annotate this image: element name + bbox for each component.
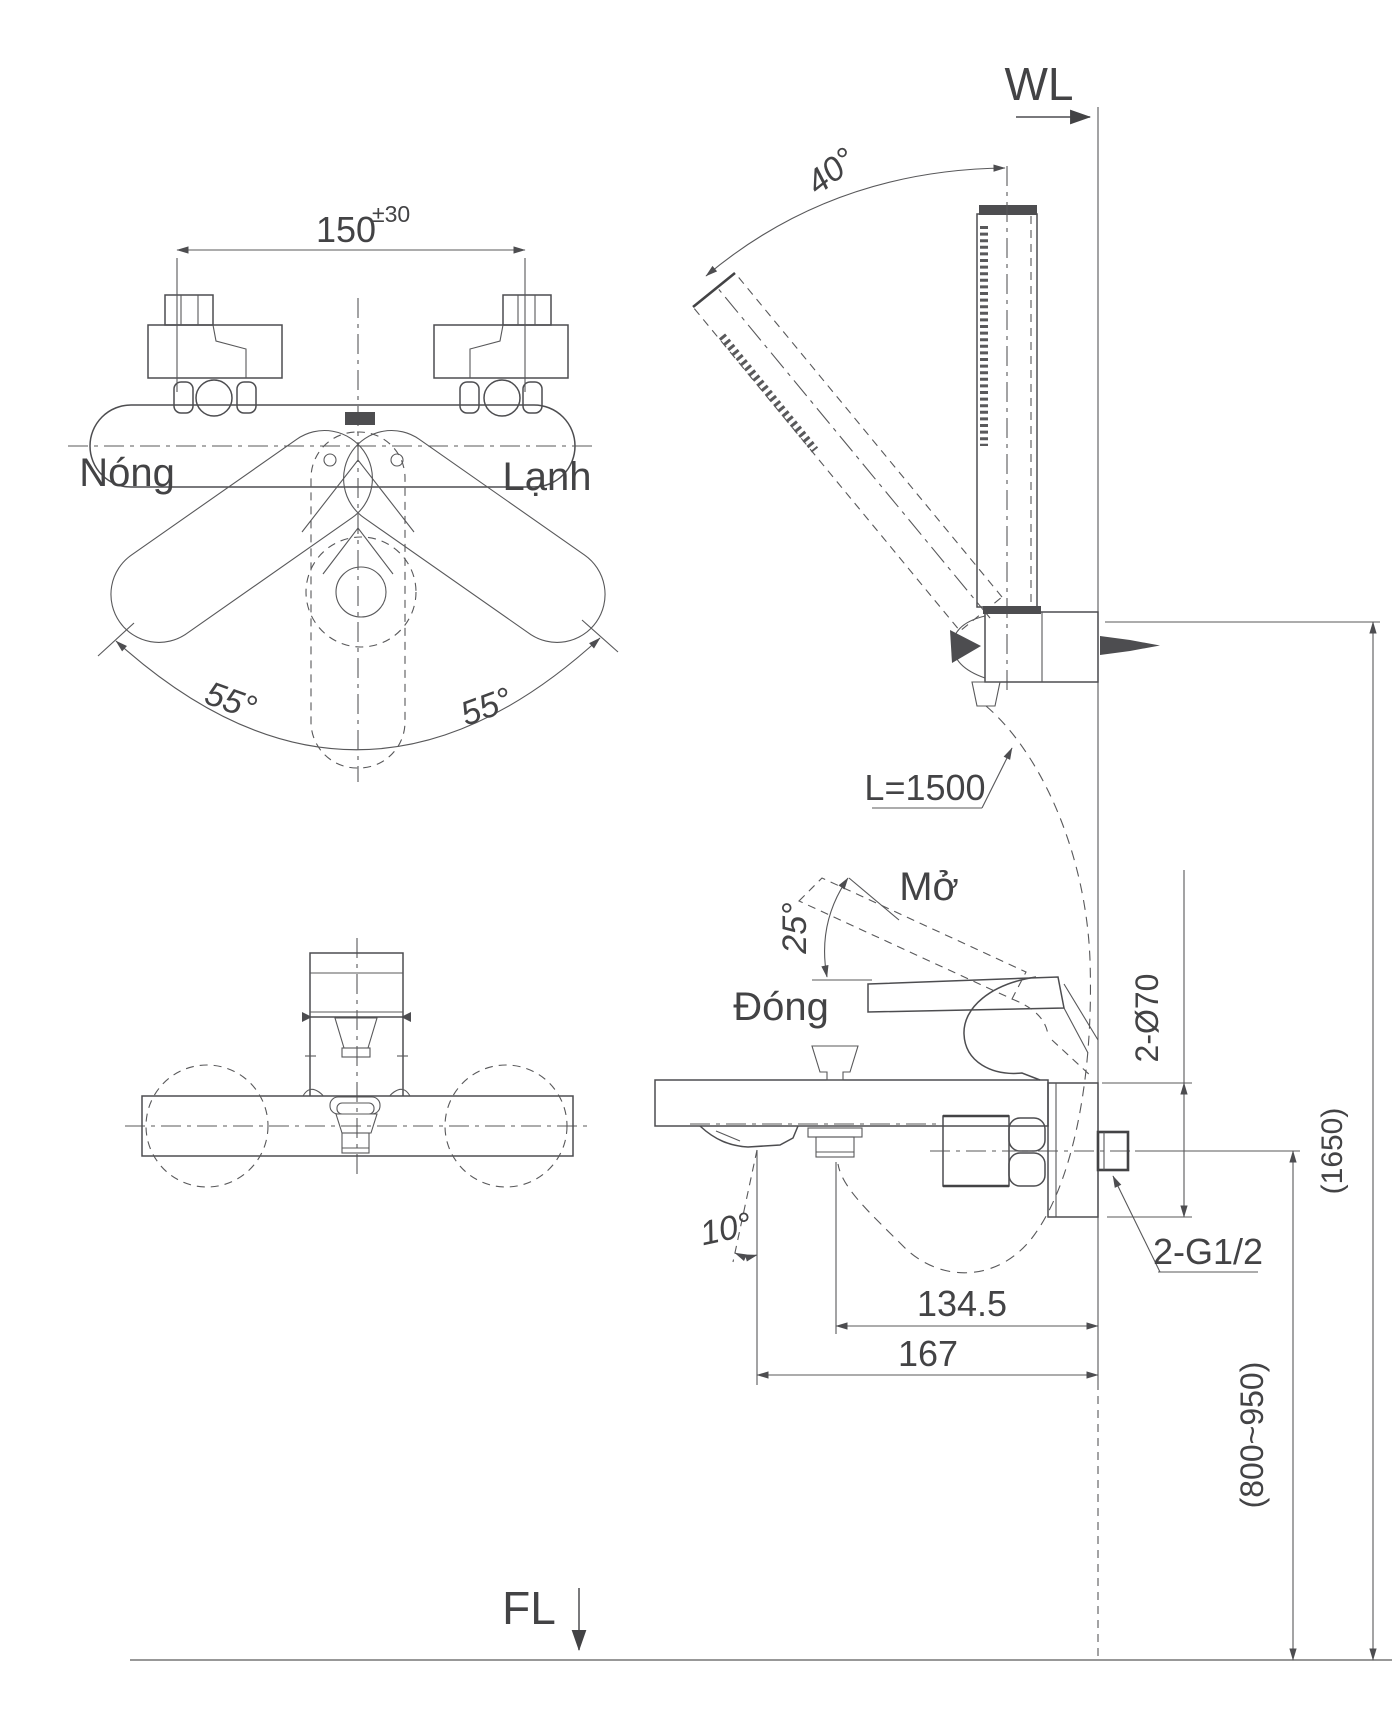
swing-left-label: 55° (200, 674, 261, 727)
dimension-holder-height: (1650) (1105, 621, 1380, 1661)
handle-open (798, 877, 1049, 1036)
tip-depth-value: 167 (898, 1333, 958, 1374)
diverter-knob (811, 1045, 859, 1081)
hose-length-label: L=1500 (864, 767, 985, 808)
diverter-front (334, 1017, 378, 1058)
escutcheon-left-hidden (145, 1064, 269, 1188)
thread-label: 2-G1/2 (1153, 1231, 1263, 1272)
wall-line-label: WL (1005, 58, 1074, 110)
spout-outlet (807, 1127, 863, 1158)
spout-outline-top (335, 566, 387, 618)
swing-arc (115, 637, 601, 751)
mixer-body-front (141, 1095, 574, 1157)
mixer-front-view (125, 938, 590, 1188)
handle-pivot-mark (345, 412, 375, 425)
install-height-value: (800~950) (1234, 1362, 1270, 1509)
check-valve-connector (930, 1114, 1145, 1188)
inlet-spacing-value: 150 (316, 209, 376, 250)
top-view: 150 ±30 55° 55° Nóng Lạnh (68, 201, 619, 782)
handle-left-position (110, 429, 373, 643)
dimension-spout-angle: 10° (697, 1149, 758, 1263)
shower-holder-bracket (950, 606, 1160, 707)
tilted-grip-knurl (718, 333, 819, 453)
dimension-escutcheon: 2-Ø70 (1102, 870, 1192, 1218)
wall-union (1096, 1130, 1130, 1172)
dimension-outlet-depth: 134.5 (835, 1162, 1099, 1334)
dimension-tip-depth: 167 (756, 1150, 1099, 1385)
thread-callout: 2-G1/2 (1112, 1175, 1263, 1273)
handle-front (302, 952, 411, 1022)
close-label: Đóng (733, 985, 829, 1029)
hand-shower-tilted-position (692, 271, 1003, 632)
wall-screw-icon (1100, 636, 1160, 655)
handle-edge-line (322, 527, 394, 575)
mixer-body-side (654, 1079, 1049, 1127)
hose-nut (971, 681, 1001, 707)
escutcheon-label: 2-Ø70 (1129, 974, 1165, 1063)
reference-lines: WL FL (130, 58, 1392, 1661)
handle-closed (867, 976, 1099, 1081)
screw-hole (323, 453, 337, 467)
open-label: Mở (899, 865, 959, 909)
cold-inlet-connector (433, 294, 569, 417)
hose-length-callout: L=1500 (864, 747, 1013, 809)
open-angle-label: 25° (776, 902, 814, 954)
handle-edge-line (301, 459, 415, 533)
dimension-inlet-spacing: 150 ±30 (176, 201, 526, 392)
dimension-open-angle: 25° (776, 877, 900, 981)
shower-swing-arc (705, 164, 1006, 277)
escutcheon-right-hidden (444, 1064, 568, 1188)
holder-clip (950, 630, 981, 663)
spout-front (329, 1096, 381, 1154)
spout-angle-label: 10° (697, 1205, 755, 1253)
hot-label: Nóng (79, 451, 175, 495)
screw-hole (390, 453, 404, 467)
cold-label: Lạnh (503, 455, 592, 499)
outlet-depth-value: 134.5 (917, 1283, 1007, 1324)
tub-spout (699, 1125, 799, 1148)
swing-right-label: 55° (456, 680, 517, 733)
floor-line-label: FL (502, 1582, 556, 1634)
mixer-side-view: 25° Mở Đóng 10° 134.5 (654, 865, 1145, 1385)
handle-right-position (343, 429, 606, 643)
dimension-install-height: (800~950) (1135, 1150, 1300, 1661)
handle-center-position (310, 431, 406, 769)
spout-body-hidden (305, 536, 417, 648)
inlet-spacing-tolerance: ±30 (372, 201, 410, 227)
hand-shower-cap (979, 205, 1037, 215)
hot-inlet-connector (147, 294, 283, 417)
hand-shower-view: 40° L=1500 (692, 141, 1160, 1274)
holder-height-value: (1650) (1316, 1108, 1349, 1195)
